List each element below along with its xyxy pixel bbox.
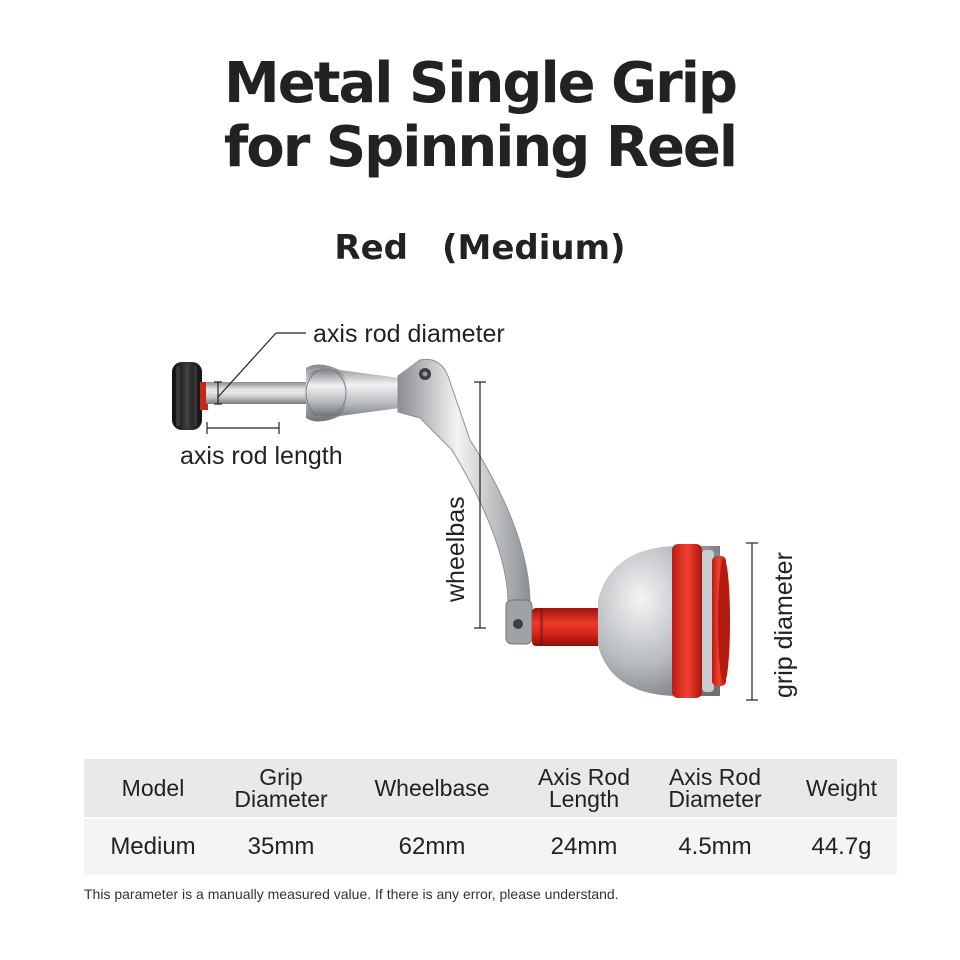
axis-rod-diameter-label: axis rod diameter <box>313 320 505 348</box>
cell-wheelbase: 62mm <box>398 833 466 860</box>
cell-grip-diameter: 35mm <box>247 833 315 860</box>
cell-weight: 44.7g <box>811 833 872 860</box>
cell-model: Medium <box>110 833 196 860</box>
wheelbase-label: wheelbas <box>442 496 470 602</box>
variant-subtitle: Red (Medium) <box>334 228 626 268</box>
specification-table: Model Grip Diameter Wheelbase Axis Rod L… <box>84 759 897 875</box>
product-diagram: axis rod diameter axis rod length wheelb… <box>0 300 960 730</box>
dimension-marks <box>206 332 758 701</box>
table-header-row: Model Grip Diameter Wheelbase Axis Rod L… <box>84 759 897 817</box>
product-title: Metal Single Grip for Spinning Reel <box>0 52 960 180</box>
reel-handle-illustration <box>172 332 758 701</box>
title-line-1: Metal Single Grip <box>224 51 738 116</box>
axis-rod-length-label: axis rod length <box>180 442 343 470</box>
title-line-2: for Spinning Reel <box>223 115 738 180</box>
grip-diameter-label: grip diameter <box>770 552 798 698</box>
cell-axis-rod-diameter: 4.5mm <box>678 833 752 860</box>
black-nut <box>172 362 208 430</box>
hub-collar <box>305 364 400 422</box>
table-row: Medium 35mm 62mm 24mm 4.5mm 44.7g <box>84 819 897 875</box>
header-wheelbase: Wheelbase <box>374 775 490 801</box>
red-shaft <box>532 608 602 646</box>
header-weight: Weight <box>805 775 878 801</box>
header-axis-rod-length: Axis Rod Length <box>537 764 631 812</box>
grip-knob <box>598 544 730 698</box>
measurement-disclaimer: This parameter is a manually measured va… <box>84 886 619 902</box>
header-grip-diameter: Grip Diameter <box>234 764 328 812</box>
header-axis-rod-diameter: Axis Rod Diameter <box>668 764 762 812</box>
header-model: Model <box>121 775 185 801</box>
cell-axis-rod-length: 24mm <box>550 833 618 860</box>
handle-arm <box>397 358 531 631</box>
